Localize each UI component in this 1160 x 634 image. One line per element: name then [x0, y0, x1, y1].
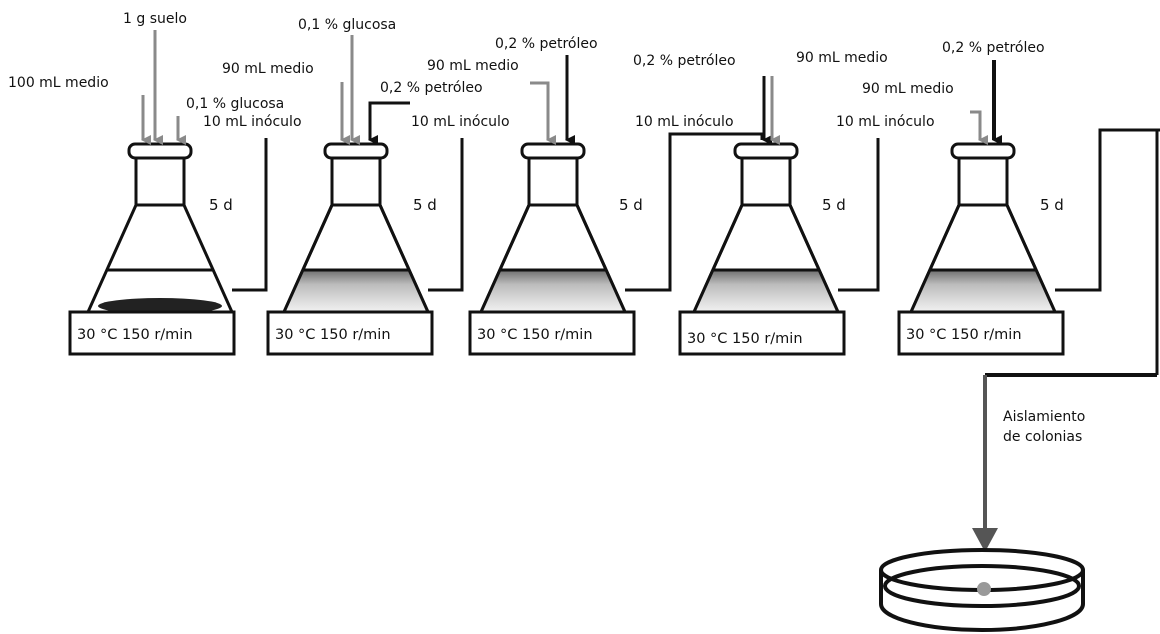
flask-4-transfer-line	[838, 138, 880, 292]
flask-4-petroleum-label: 0,2 % petróleo	[633, 53, 736, 69]
flask-4-arrows	[762, 76, 780, 145]
flask-2-glucose-label: 0,1 % glucosa	[298, 17, 396, 33]
flask-5-arrows	[970, 60, 1002, 145]
flask-3-medium-label: 90 mL medio	[427, 58, 519, 74]
flask-1-days: 5 d	[209, 196, 233, 214]
flask-5-medium-label: 90 mL medio	[862, 81, 954, 97]
flask-5: 30 °C 150 r/min 0,2 % petróleo 90 mL med…	[862, 40, 1160, 356]
flask-2-liquid	[284, 270, 428, 312]
flask-4-condition-box	[678, 310, 846, 356]
flask-1-inoculum-label: 10 mL inóculo	[203, 114, 302, 130]
flask-1-soil-label: 1 g suelo	[123, 11, 187, 27]
flask-1: 30 °C 150 r/min 1 g suelo 100 mL medio 0…	[8, 11, 302, 356]
flask-5-condition-box	[897, 310, 1065, 356]
flask-3-liquid	[481, 270, 625, 312]
flask-2-transfer-line	[428, 138, 464, 292]
flask-3-days: 5 d	[619, 196, 643, 214]
isolation-label-line2: de colonias	[1003, 429, 1082, 445]
flask-3-condition-box	[468, 310, 636, 356]
isolation-path	[972, 130, 1159, 552]
flask-1-arrows	[141, 30, 186, 145]
flask-4-medium-label: 90 mL medio	[796, 50, 888, 66]
flask-2-arrows	[340, 35, 410, 145]
flask-5-transfer-line	[1055, 128, 1160, 292]
flask-4-condition: 30 °C 150 r/min	[687, 331, 803, 347]
flask-1-sediment	[98, 298, 222, 314]
colony-dot	[977, 582, 991, 596]
flask-2-condition-box	[266, 310, 434, 356]
flask-1-medium-label: 100 mL medio	[8, 75, 109, 91]
flask-5-liquid	[911, 270, 1055, 312]
flask-1-glucose-label: 0,1 % glucosa	[186, 96, 284, 112]
flask-3-petroleum-label: 0,2 % petróleo	[495, 36, 598, 52]
flask-3: 30 °C 150 r/min 0,2 % petróleo 90 mL med…	[427, 36, 764, 356]
flask-5-days: 5 d	[1040, 196, 1064, 214]
flask-2-condition: 30 °C 150 r/min	[275, 327, 391, 343]
flask-4: 30 °C 150 r/min 0,2 % petróleo 90 mL med…	[633, 50, 935, 356]
flask-2-days: 5 d	[413, 196, 437, 214]
flask-3-condition: 30 °C 150 r/min	[477, 327, 593, 343]
flask-3-arrows	[530, 55, 575, 145]
flask-4-liquid	[694, 270, 838, 312]
flask-5-condition: 30 °C 150 r/min	[906, 327, 1022, 343]
flask-4-inoculum-label: 10 mL inóculo	[836, 114, 935, 130]
flask-2: 30 °C 150 r/min 0,1 % glucosa 90 mL medi…	[222, 17, 510, 356]
flask-1-transfer-line	[232, 138, 268, 292]
flask-3-inoculum-label: 10 mL inóculo	[635, 114, 734, 130]
isolation-label-line1: Aislamiento	[1003, 409, 1085, 425]
flask-2-petroleum-label: 0,2 % petróleo	[380, 80, 483, 96]
down-arrow-icon	[972, 528, 998, 552]
flask-2-inoculum-label: 10 mL inóculo	[411, 114, 510, 130]
flask-4-days: 5 d	[822, 196, 846, 214]
flask-5-petroleum-label: 0,2 % petróleo	[942, 40, 1045, 56]
flask-2-medium-label: 90 mL medio	[222, 61, 314, 77]
flask-1-condition-box	[68, 310, 236, 356]
flask-1-condition: 30 °C 150 r/min	[77, 327, 193, 343]
flask-1-body	[85, 142, 235, 314]
